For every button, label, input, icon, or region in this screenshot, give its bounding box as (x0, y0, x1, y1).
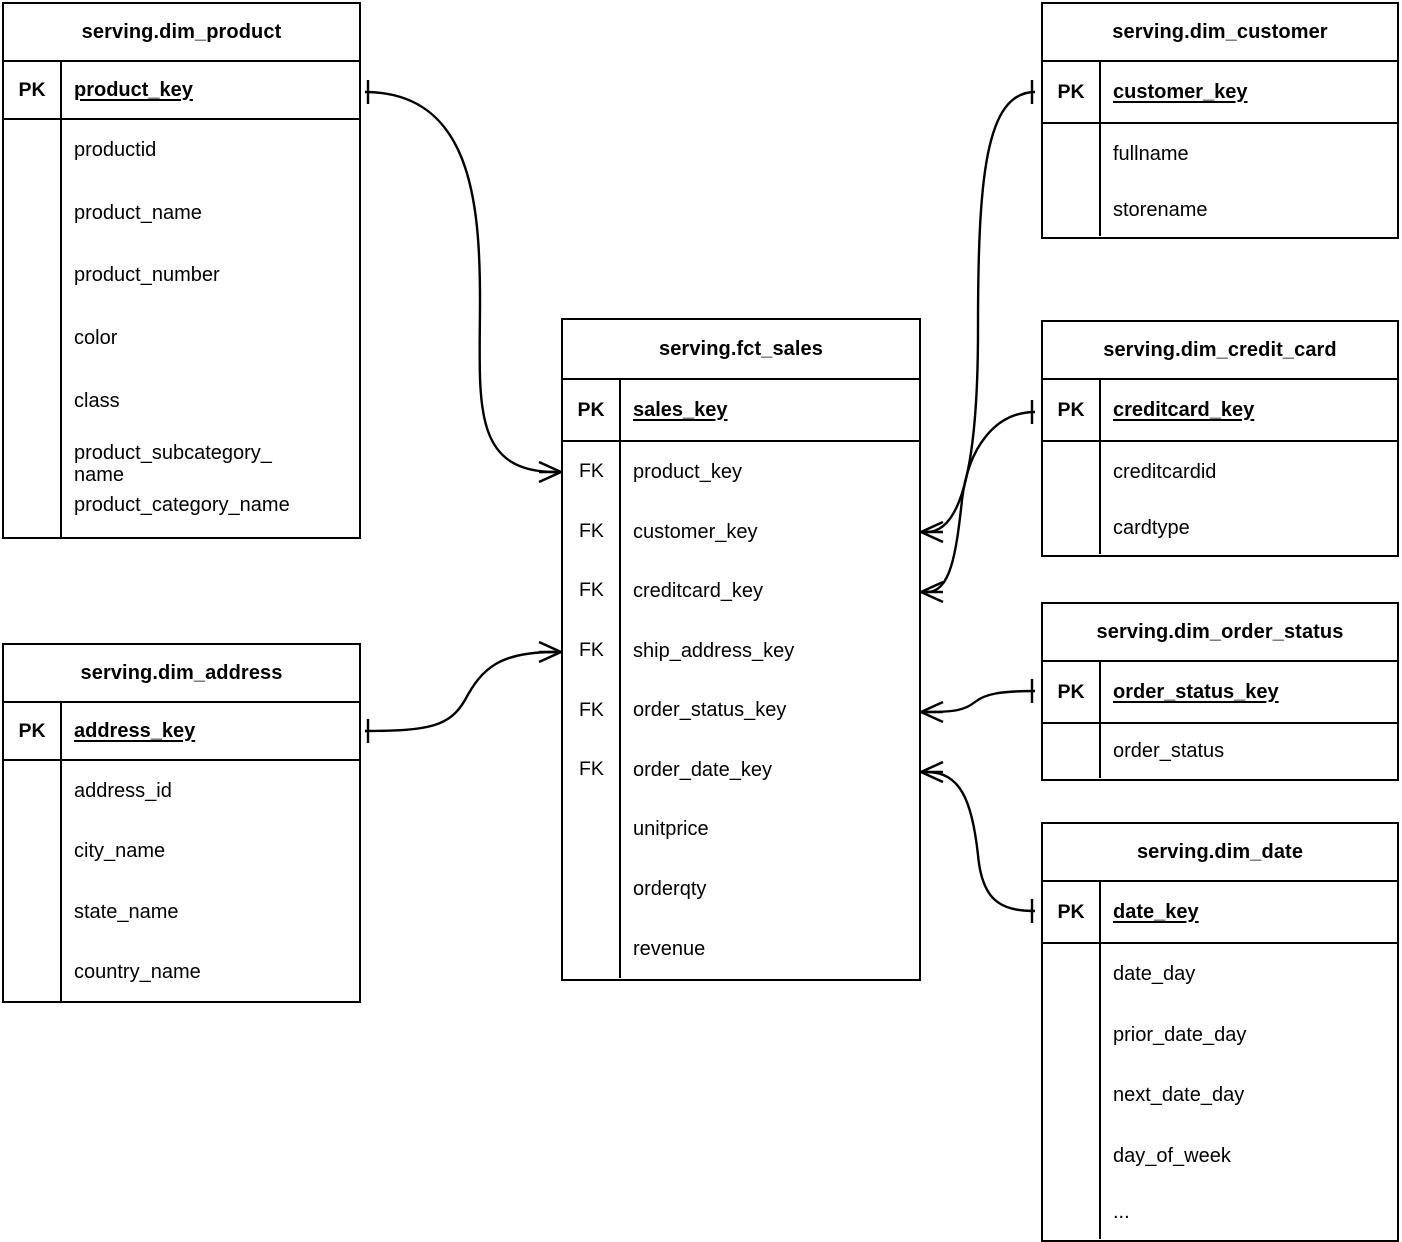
crows-foot-many (920, 700, 944, 724)
fk-tag (563, 859, 619, 919)
primary-key-row: PK order_status_key (1043, 662, 1397, 724)
pk-tag: PK (1057, 80, 1085, 103)
attribute-row: unitprice (633, 818, 709, 841)
fk-tag: FK (579, 579, 604, 602)
primary-key-row: PK date_key (1043, 882, 1397, 944)
relationship-product (364, 80, 562, 484)
attribute-row: ... (1113, 1200, 1130, 1223)
primary-key-row: PK sales_key (563, 380, 919, 442)
attribute-row: class (74, 389, 120, 412)
pk-tag: PK (1057, 680, 1085, 703)
fk-tag (563, 919, 619, 979)
crows-foot-many (538, 640, 562, 664)
attribute-row: product_category_name (74, 494, 290, 517)
entity-dim-order-status[interactable]: serving.dim_order_status PK order_status… (1041, 602, 1399, 781)
attribute-row: product_name (74, 201, 202, 224)
attribute-row: product_key (633, 461, 742, 483)
primary-key-row: PK creditcard_key (1043, 380, 1397, 442)
attribute-row: creditcardid (1113, 461, 1217, 483)
attribute-row: revenue (633, 937, 706, 960)
attribute-row: city_name (74, 840, 166, 863)
pk-name: date_key (1113, 900, 1199, 923)
attribute-row: orderqty (633, 877, 707, 900)
attribute-row: order_date_key (633, 758, 772, 781)
crows-foot-many (920, 520, 944, 544)
attribute-list: productid product_name product_number co… (4, 120, 359, 538)
entity-title: serving.fct_sales (563, 320, 919, 380)
attribute-row: day_of_week (1113, 1145, 1231, 1168)
attribute-row: address_id (74, 780, 172, 802)
crows-foot-many (920, 580, 944, 604)
attribute-list: fullname storename (1043, 124, 1397, 236)
pk-name: product_key (74, 78, 193, 101)
entity-dim-product[interactable]: serving.dim_product PK product_key produ… (2, 2, 361, 539)
attribute-row: productid (74, 139, 157, 161)
attribute-row: customer_key (633, 520, 758, 543)
relationship-order-status (920, 679, 1036, 724)
fk-tag: FK (579, 698, 604, 721)
attribute-row: next_date_day (1113, 1084, 1245, 1107)
crows-foot-many (538, 460, 562, 484)
entity-title: serving.dim_credit_card (1043, 322, 1397, 380)
entity-dim-customer[interactable]: serving.dim_customer PK customer_key ful… (1041, 2, 1399, 239)
entity-fct-sales[interactable]: serving.fct_sales PK sales_key FK FK FK … (561, 318, 921, 981)
attribute-list: address_id city_name state_name country_… (4, 761, 359, 1002)
entity-title: serving.dim_product (4, 4, 359, 62)
entity-dim-address[interactable]: serving.dim_address PK address_key addre… (2, 643, 361, 1003)
relationship-date (920, 760, 1036, 923)
pk-tag: PK (1057, 900, 1085, 923)
pk-tag: PK (18, 719, 46, 742)
attribute-row: product_subcategory_ name (74, 441, 272, 486)
attribute-list: creditcardid cardtype (1043, 442, 1397, 554)
entity-title: serving.dim_address (4, 645, 359, 703)
fk-tag: FK (579, 519, 604, 542)
attribute-row: order_status (1113, 740, 1225, 762)
fk-tag: FK (579, 758, 604, 781)
attribute-row: order_status_key (633, 699, 787, 722)
fk-tag: FK (579, 638, 604, 661)
crows-foot-many (920, 760, 944, 784)
attribute-row: cardtype (1113, 517, 1190, 539)
attribute-row: color (74, 327, 118, 350)
pk-name: order_status_key (1113, 680, 1279, 703)
pk-name: address_key (74, 719, 196, 742)
pk-name: creditcard_key (1113, 398, 1255, 421)
attribute-row: product_number (74, 264, 220, 287)
fk-tag (563, 799, 619, 859)
pk-tag: PK (1057, 398, 1085, 421)
entity-dim-credit-card[interactable]: serving.dim_credit_card PK creditcard_ke… (1041, 320, 1399, 557)
attribute-row: prior_date_day (1113, 1023, 1247, 1046)
entity-title: serving.dim_date (1043, 824, 1397, 882)
attribute-row: ship_address_key (633, 639, 795, 662)
pk-tag: PK (577, 398, 605, 421)
attribute-list: date_day prior_date_day next_date_day da… (1043, 944, 1397, 1239)
primary-key-row: PK address_key (4, 703, 359, 761)
fk-tag: FK (579, 460, 604, 483)
relationship-customer (920, 80, 1036, 544)
primary-key-row: PK customer_key (1043, 62, 1397, 124)
pk-name: customer_key (1113, 80, 1248, 103)
attribute-row: country_name (74, 960, 201, 983)
relationship-address (364, 640, 562, 743)
attribute-list: order_status (1043, 724, 1397, 778)
pk-tag: PK (18, 78, 46, 101)
attribute-row: date_day (1113, 963, 1196, 985)
attribute-list: FK FK FK FK FK FK product_key customer_k… (563, 442, 919, 978)
relationship-creditcard (920, 400, 1036, 604)
attribute-row: state_name (74, 900, 179, 923)
entity-title: serving.dim_order_status (1043, 604, 1397, 662)
pk-name: sales_key (633, 398, 728, 421)
attribute-row: creditcard_key (633, 580, 764, 603)
primary-key-row: PK product_key (4, 62, 359, 120)
attribute-row: fullname (1113, 143, 1189, 165)
attribute-row: storename (1113, 199, 1208, 221)
entity-dim-date[interactable]: serving.dim_date PK date_key date_day pr… (1041, 822, 1399, 1242)
entity-title: serving.dim_customer (1043, 4, 1397, 62)
